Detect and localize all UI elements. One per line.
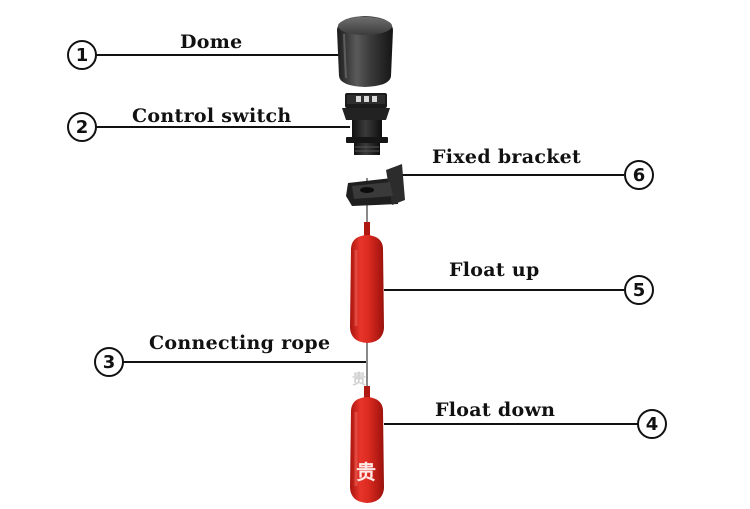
dome-part (337, 16, 393, 87)
number-badge-5: 5 (624, 275, 654, 305)
number-badge-1: 1 (67, 40, 97, 70)
fixed-bracket-part (346, 164, 405, 206)
float-down-part (350, 386, 384, 503)
number-badge-4: 4 (637, 409, 667, 439)
float-up-part (350, 222, 384, 343)
label-connecting-rope: Connecting rope (149, 332, 331, 354)
label-float-down: Float down (435, 399, 556, 421)
label-fixed-bracket: Fixed bracket (432, 146, 582, 168)
label-float-up: Float up (449, 259, 540, 281)
control-switch-part (342, 93, 390, 155)
label-control-switch: Control switch (132, 105, 292, 127)
rope-mark: 贵 (352, 372, 366, 388)
label-dome: Dome (180, 31, 243, 53)
number-badge-2: 2 (67, 112, 97, 142)
float-down-mark: 贵 (356, 460, 376, 484)
number-badge-3: 3 (94, 347, 124, 377)
number-badge-6: 6 (624, 160, 654, 190)
